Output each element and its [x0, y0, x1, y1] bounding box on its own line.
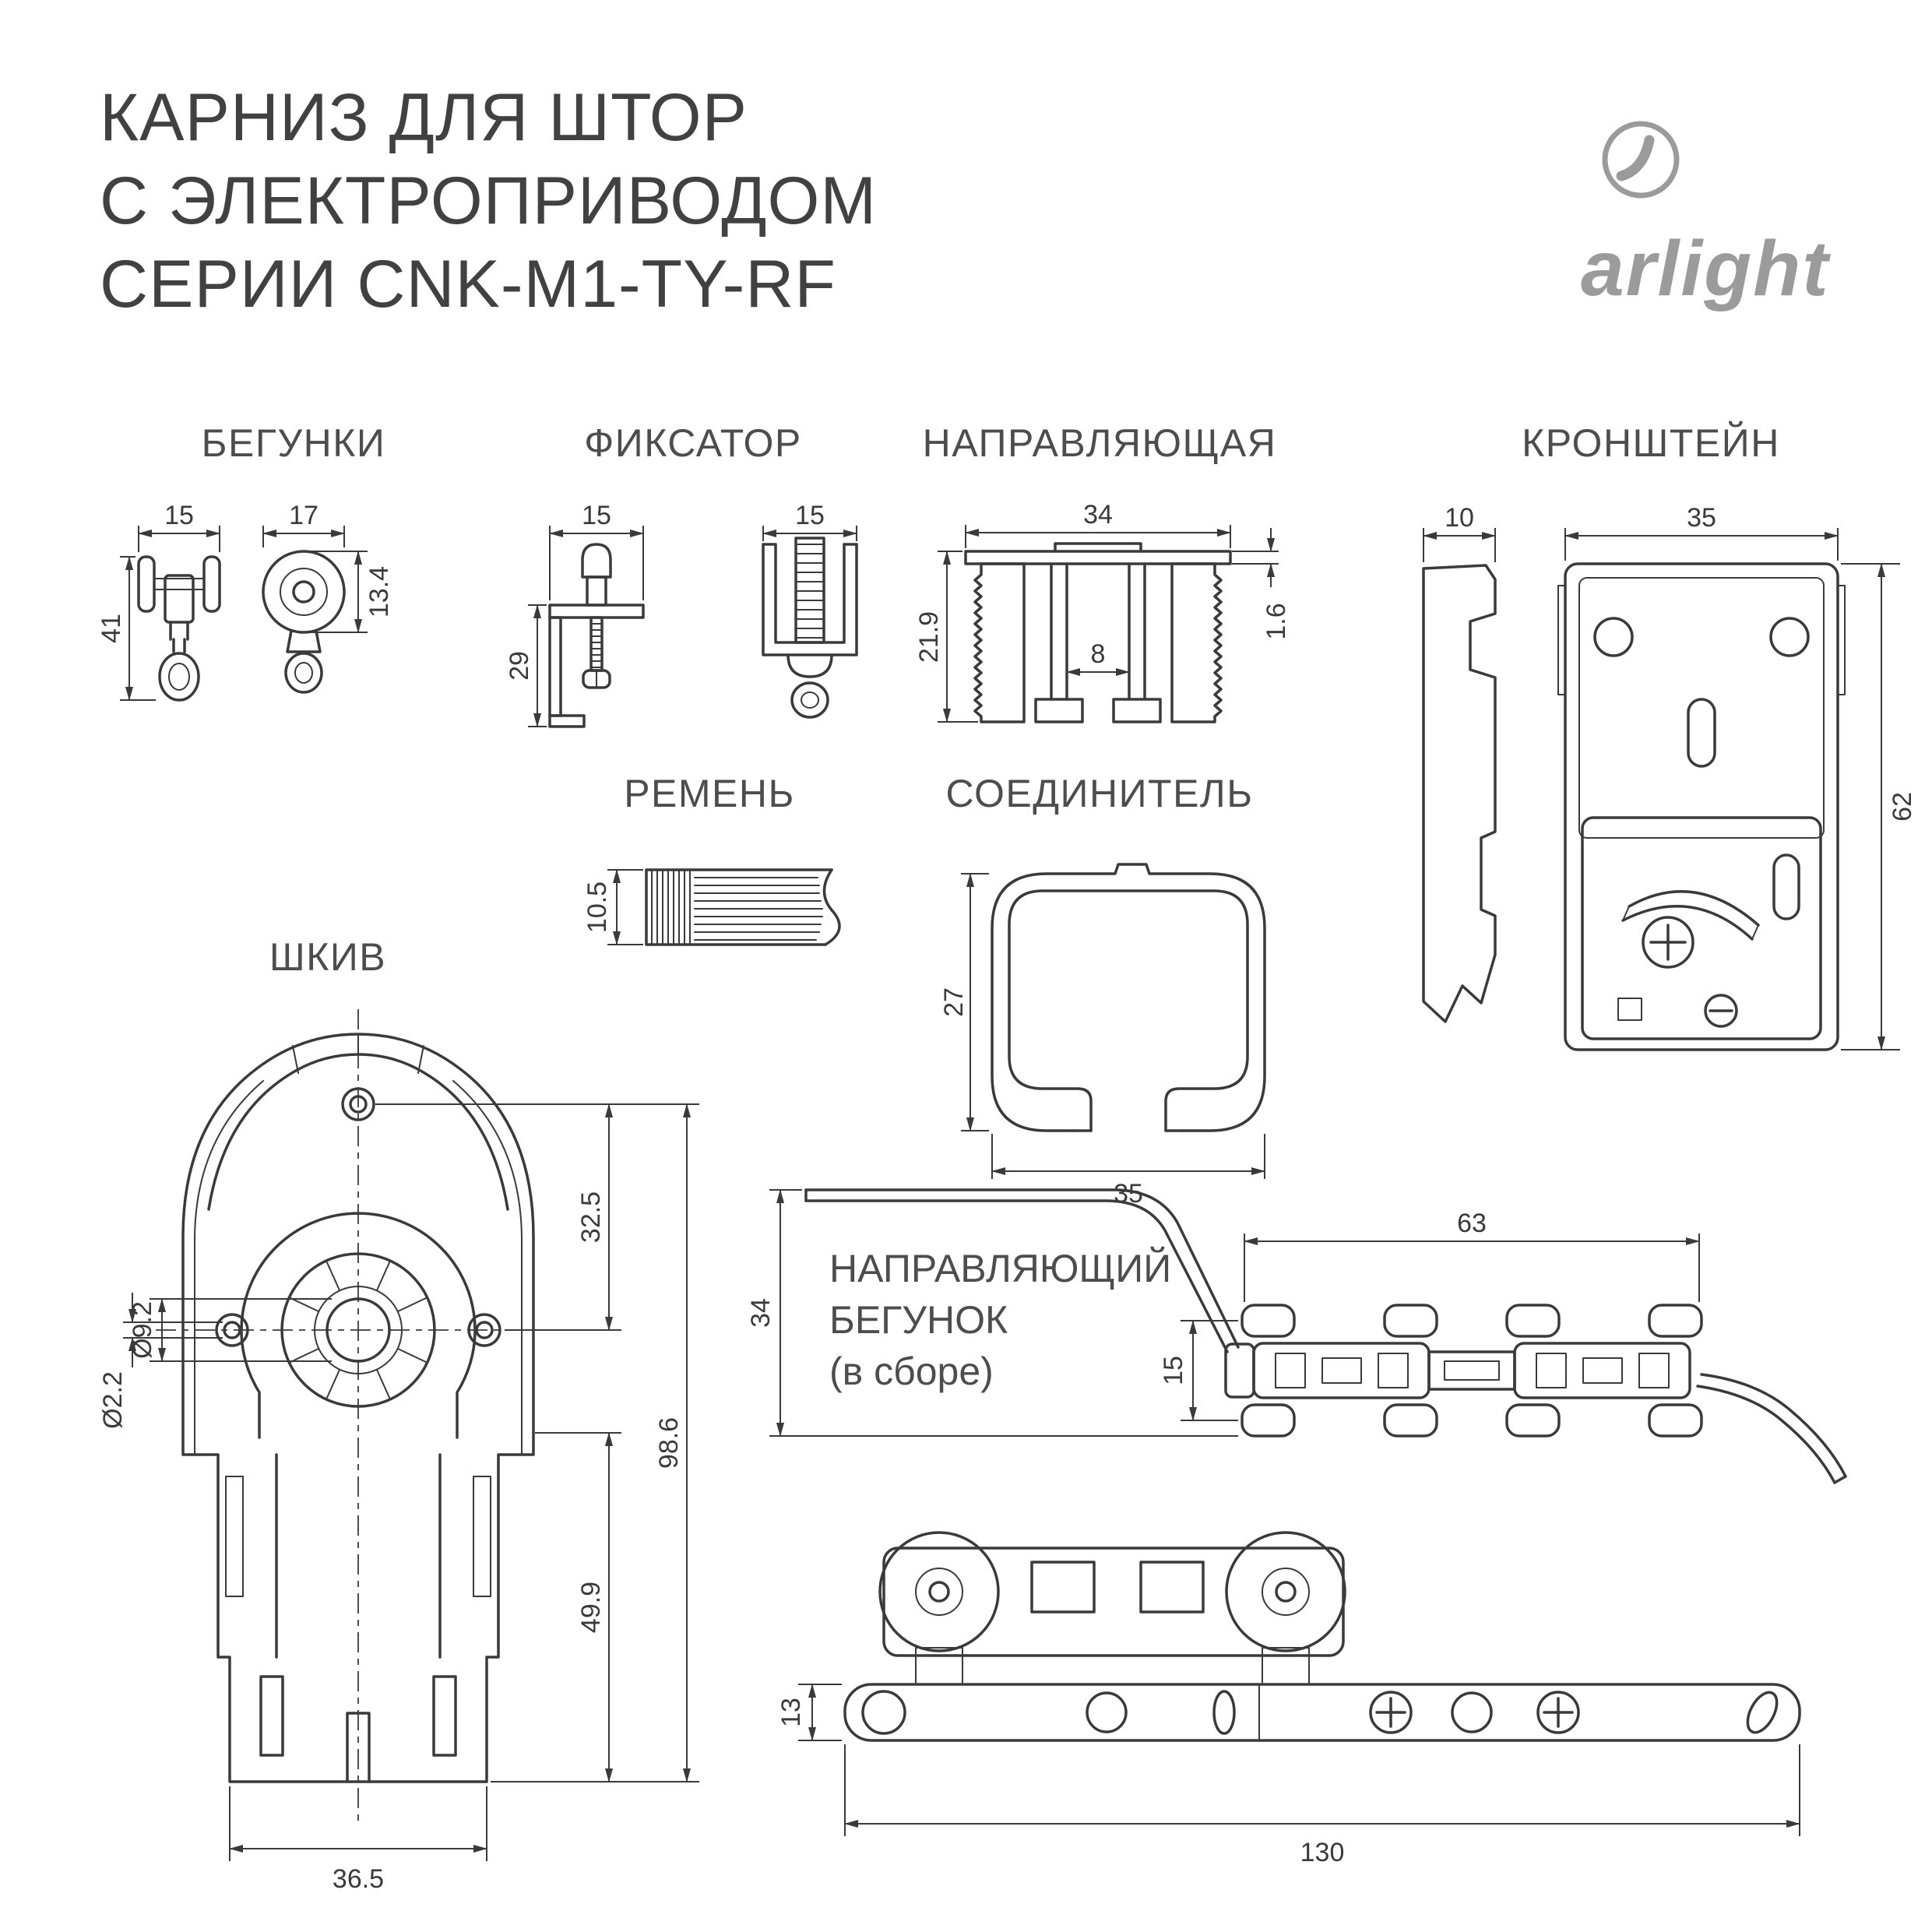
- pulley-drawing: Ø9.2 Ø2.2 32.5 49.9 98.6 36.5: [98, 1009, 699, 1894]
- dim-label: 17: [289, 501, 318, 530]
- dim-label: 49.9: [576, 1582, 606, 1633]
- carrier-side-dimensions: 13 130: [776, 1684, 1800, 1867]
- dim-label: 15: [795, 501, 825, 530]
- dim-label: 15: [582, 501, 611, 530]
- label-connector: СОЕДИНИТЕЛЬ: [945, 772, 1254, 815]
- fiksator-drawing: 15 29 15: [505, 501, 858, 728]
- dim-label: 32.5: [576, 1191, 606, 1243]
- title-line-1: КАРНИЗ ДЛЯ ШТОР: [100, 80, 748, 155]
- dim-label: Ø2.2: [98, 1371, 128, 1429]
- dim-label: 15: [1159, 1356, 1188, 1385]
- rail-profile-drawing: 34 21.9 1.6 8: [914, 500, 1291, 723]
- dim-label: 10: [1445, 503, 1474, 533]
- dim-label: 1.6: [1262, 603, 1291, 639]
- bracket-drawing: 10 35 62: [1422, 503, 1917, 1051]
- dim-label: 130: [1300, 1838, 1345, 1867]
- label-carrier-line2: БЕГУНОК: [829, 1298, 1008, 1342]
- dim-label: 8: [1091, 639, 1106, 669]
- rail-profile: 34 21.9 1.6 8: [914, 500, 1291, 723]
- dim-label: 62: [1888, 792, 1917, 822]
- page-title: КАРНИЗ ДЛЯ ШТОР С ЭЛЕКТРОПРИВОДОМ СЕРИИ …: [100, 76, 877, 326]
- label-bracket: КРОНШТЕЙН: [1522, 421, 1780, 465]
- title-line-2: С ЭЛЕКТРОПРИВОДОМ: [100, 164, 878, 238]
- dim-label: 13: [776, 1698, 806, 1727]
- pulley-dimensions: Ø9.2 Ø2.2 32.5 49.9 98.6 36.5: [98, 1103, 699, 1894]
- bracket-front-view: 35 62: [1557, 503, 1917, 1051]
- label-carrier-line3: (в сборе): [829, 1350, 994, 1393]
- belt-segment: 10.5: [582, 868, 841, 946]
- label-fiksator: ФИКСАТОР: [584, 421, 802, 465]
- dim-label: 15: [164, 501, 194, 530]
- label-rail: НАПРАВЛЯЮЩАЯ: [922, 421, 1277, 465]
- label-pulley: ШКИВ: [269, 935, 387, 979]
- dim-label: 41: [97, 614, 126, 643]
- carrier-side-view: 13 130: [776, 1531, 1801, 1867]
- dim-label: 10.5: [582, 882, 612, 933]
- arlight-logo-icon: [1602, 121, 1680, 199]
- begunki-drawing: 15 41 17 13: [97, 501, 394, 702]
- brand-wordmark: arlight: [1581, 225, 1830, 312]
- dim-label: 27: [939, 987, 969, 1017]
- dim-label: 21.9: [914, 611, 944, 663]
- dim-label: 35: [1687, 503, 1716, 533]
- dim-label: 34: [1083, 500, 1113, 530]
- dim-label: 36.5: [333, 1864, 384, 1894]
- label-carrier: НАПРАВЛЯЮЩИЙ БЕГУНОК (в сборе): [829, 1243, 1171, 1397]
- label-belt: РЕМЕНЬ: [624, 772, 795, 815]
- dim-label: 29: [505, 651, 534, 681]
- runner-side-view: 17 13.4: [262, 501, 394, 694]
- title-line-3: СЕРИИ CNK-M1-TY-RF: [100, 247, 836, 322]
- belt-drawing: 10.5: [582, 868, 841, 946]
- carrier-bar: [843, 1683, 1801, 1742]
- label-begunki: БЕГУНКИ: [201, 421, 386, 465]
- dim-label: 34: [746, 1298, 776, 1328]
- runner-front-view: 15 41: [97, 501, 221, 702]
- carrier-top-view: 63 34 15: [746, 1188, 1847, 1484]
- dim-label: 98.6: [654, 1417, 684, 1469]
- dim-label: 63: [1457, 1209, 1487, 1238]
- fiksator-side-view: 15 29: [505, 501, 645, 728]
- carrier-chain: [1240, 1304, 1847, 1484]
- dim-label: 13.4: [364, 566, 394, 618]
- bracket-side-view: 10: [1422, 503, 1497, 1023]
- carrier-bogies: [878, 1531, 1346, 1685]
- label-carrier-line1: НАПРАВЛЯЮЩИЙ: [829, 1247, 1172, 1290]
- connector-drawing: 27 35: [939, 863, 1266, 1209]
- connector-profile: 27 35: [939, 863, 1266, 1209]
- carrier-top-dimensions: 63 34 15: [746, 1189, 1700, 1437]
- fiksator-front-view: 15: [762, 501, 858, 719]
- pulley-housing: [156, 1009, 561, 1821]
